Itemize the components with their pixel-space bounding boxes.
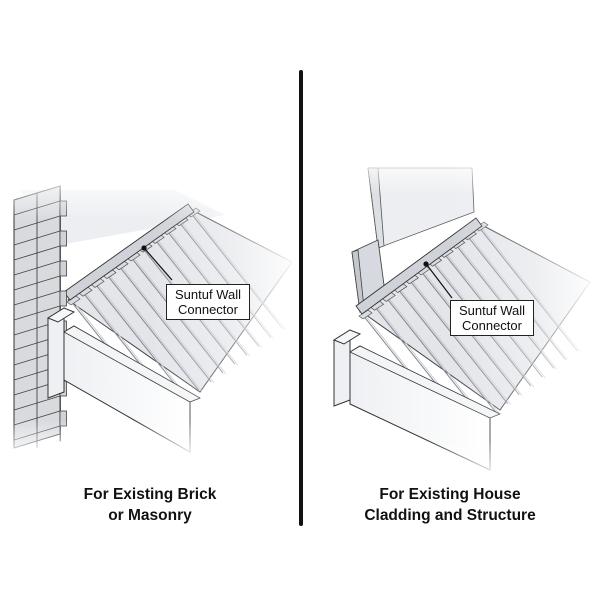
callout-label-left-line1: Suntuf Wall (175, 287, 241, 302)
brick-end (59, 230, 67, 247)
caption-brick: For Existing Brick or Masonry (0, 484, 300, 526)
caption-brick-line2: or Masonry (108, 507, 192, 524)
brick-end (59, 290, 67, 307)
callout-label-left: Suntuf Wall Connector (166, 284, 250, 320)
connector-screw-dot-right (423, 261, 429, 267)
brick-end (59, 275, 61, 292)
callout-leader-left (144, 248, 173, 281)
caption-cladding-line2: Cladding and Structure (364, 507, 536, 524)
caption-cladding: For Existing House Cladding and Structur… (300, 484, 600, 526)
callout-label-left-line2: Connector (178, 302, 238, 317)
brick-end (59, 395, 61, 412)
callout-leader-right (426, 264, 453, 299)
callout-label-right-line2: Connector (462, 318, 522, 333)
brick-end (59, 245, 61, 262)
caption-brick-line1: For Existing Brick (83, 486, 217, 503)
caption-cladding-line1: For Existing House (379, 486, 521, 503)
connector-screw-dot-left (141, 245, 147, 251)
brick-wall-illustration (0, 170, 298, 460)
callout-label-right-line1: Suntuf Wall (459, 303, 525, 318)
callout-label-right: Suntuf Wall Connector (450, 300, 534, 336)
brick-end (59, 260, 67, 277)
